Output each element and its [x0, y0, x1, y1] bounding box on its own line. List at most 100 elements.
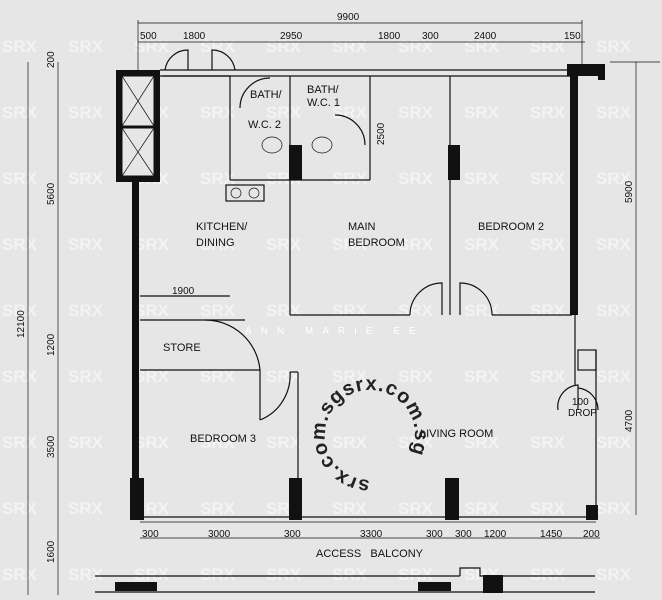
dim-top: 1800	[183, 31, 206, 42]
srx-watermark: SRX	[596, 367, 632, 386]
bath1-label: W.C. 1	[307, 97, 340, 109]
srx-watermark: SRX	[596, 37, 632, 56]
srx-watermark: SRX	[68, 301, 104, 320]
dim-bottom: 3000	[208, 529, 231, 540]
srx-watermark: SRX	[2, 103, 38, 122]
srx-watermark: SRX	[2, 499, 38, 518]
srx-watermark: SRX	[200, 37, 236, 56]
kitchen-label: KITCHEN/	[196, 221, 248, 233]
dim-left: 1200	[46, 333, 57, 356]
store-label: STORE	[163, 342, 201, 354]
dim-top-total: 9900	[337, 12, 360, 23]
walls	[116, 49, 605, 523]
kitchen-label: DINING	[196, 237, 235, 249]
srx-watermark: SRX	[464, 235, 500, 254]
svg-text:srx.com.sgsrx.com.sg: srx.com.sgsrx.com.sg	[307, 373, 432, 497]
dim-bath: 2500	[376, 122, 387, 145]
srx-watermark: SRX	[2, 37, 38, 56]
srx-watermark: SRX	[398, 367, 434, 386]
dim-bottom: 300	[426, 529, 443, 540]
srx-watermark: SRX	[398, 301, 434, 320]
bath2-label: W.C. 2	[248, 119, 281, 131]
dim-bottom: 1450	[540, 529, 563, 540]
srx-watermark: SRX	[464, 499, 500, 518]
srx-watermark: SRX	[464, 103, 500, 122]
srx-watermark: SRX	[530, 433, 566, 452]
srx-watermark: SRX	[68, 37, 104, 56]
dim-bottom: 1200	[484, 529, 507, 540]
dim-bottom: 3300	[360, 529, 383, 540]
srx-watermark: SRX	[398, 433, 434, 452]
dim-bottom: 300	[455, 529, 472, 540]
room-labels: BATH/ W.C. 2 BATH/ W.C. 1 KITCHEN/ DININ…	[163, 84, 597, 445]
srx-watermark: SRX	[596, 301, 632, 320]
dim-top: 2950	[280, 31, 303, 42]
bedroom3-label: BEDROOM 3	[190, 433, 256, 445]
srx-watermark: SRX	[530, 235, 566, 254]
srx-watermark: SRX	[596, 565, 632, 584]
left-dimensions: 12100 200 5600 1200 3500 1600 5900 4700	[16, 51, 660, 595]
srx-watermark: SRX	[68, 235, 104, 254]
dim-left: 1600	[46, 540, 57, 563]
srx-watermark: SRX	[332, 301, 368, 320]
srx-watermark: SRX	[332, 565, 368, 584]
srx-watermark: SRX	[2, 169, 38, 188]
srx-watermark: SRX	[398, 565, 434, 584]
dim-top: 2400	[474, 31, 497, 42]
srx-watermark: SRX	[596, 103, 632, 122]
srx-watermark: SRX	[596, 235, 632, 254]
faint-watermark: ANN MARIE EE	[245, 326, 425, 337]
access-balcony-label: ACCESS BALCONY	[316, 548, 424, 560]
srx-watermark: SRX	[134, 367, 170, 386]
watermark-layer: SRX SRX SRX SRX SRX SRX SRX SRX SRX SRX SRX SRX SRX S…	[2, 37, 632, 584]
srx-watermark: SRX	[68, 565, 104, 584]
srx-watermark: SRX	[68, 433, 104, 452]
dim-bottom: 300	[142, 529, 159, 540]
dim-left: 5600	[46, 182, 57, 205]
srx-watermark: SRX	[134, 565, 170, 584]
srx-watermark: SRX	[134, 433, 170, 452]
srx-watermark: SRX	[266, 367, 302, 386]
srx-watermark: SRX	[530, 565, 566, 584]
srx-watermark: SRX	[530, 103, 566, 122]
srx-watermark: SRX	[332, 103, 368, 122]
srx-watermark: SRX	[398, 103, 434, 122]
bath1-label: BATH/	[307, 84, 340, 96]
srx-watermark: SRX	[530, 301, 566, 320]
srx-watermark: SRX	[200, 367, 236, 386]
srx-watermark: SRX	[464, 367, 500, 386]
srx-watermark: SRX	[68, 103, 104, 122]
dim-left-total: 12100	[16, 310, 27, 338]
main-bedroom-label: MAIN	[348, 221, 376, 233]
dim-top: 1800	[378, 31, 401, 42]
living-room-label: LIVING ROOM	[420, 428, 493, 440]
main-bedroom-label: BEDROOM	[348, 237, 405, 249]
srx-watermark: SRX	[596, 499, 632, 518]
top-dimensions: 9900 500 1800 2950 1800 300 2400 150	[137, 12, 585, 70]
srx-watermark: SRX	[200, 301, 236, 320]
srx-watermark: SRX	[2, 433, 38, 452]
dim-top: 500	[140, 31, 157, 42]
srx-watermark: SRX	[332, 37, 368, 56]
srx-watermark: SRX	[596, 433, 632, 452]
dim-right: 5900	[624, 180, 635, 203]
dim-bottom: 200	[583, 529, 600, 540]
dim-top: 300	[422, 31, 439, 42]
drop-label: 100	[572, 397, 589, 408]
srx-watermark: SRX	[266, 235, 302, 254]
dim-left: 200	[46, 51, 57, 68]
srx-watermark: SRX	[596, 169, 632, 188]
srx-watermark: SRX	[68, 169, 104, 188]
srx-watermark: SRX	[200, 169, 236, 188]
bedroom2-label: BEDROOM 2	[478, 221, 544, 233]
srx-watermark: SRX	[266, 103, 302, 122]
srx-watermark: SRX	[464, 301, 500, 320]
srx-watermark: SRX	[2, 301, 38, 320]
srx-watermark: SRX	[530, 37, 566, 56]
stamp-text: srx.com.sgsrx.com.sg	[307, 373, 431, 497]
dim-right: 4700	[624, 409, 635, 432]
srx-watermark: SRX	[530, 367, 566, 386]
srx-watermark: SRX	[200, 433, 236, 452]
srx-watermark: SRX	[200, 499, 236, 518]
